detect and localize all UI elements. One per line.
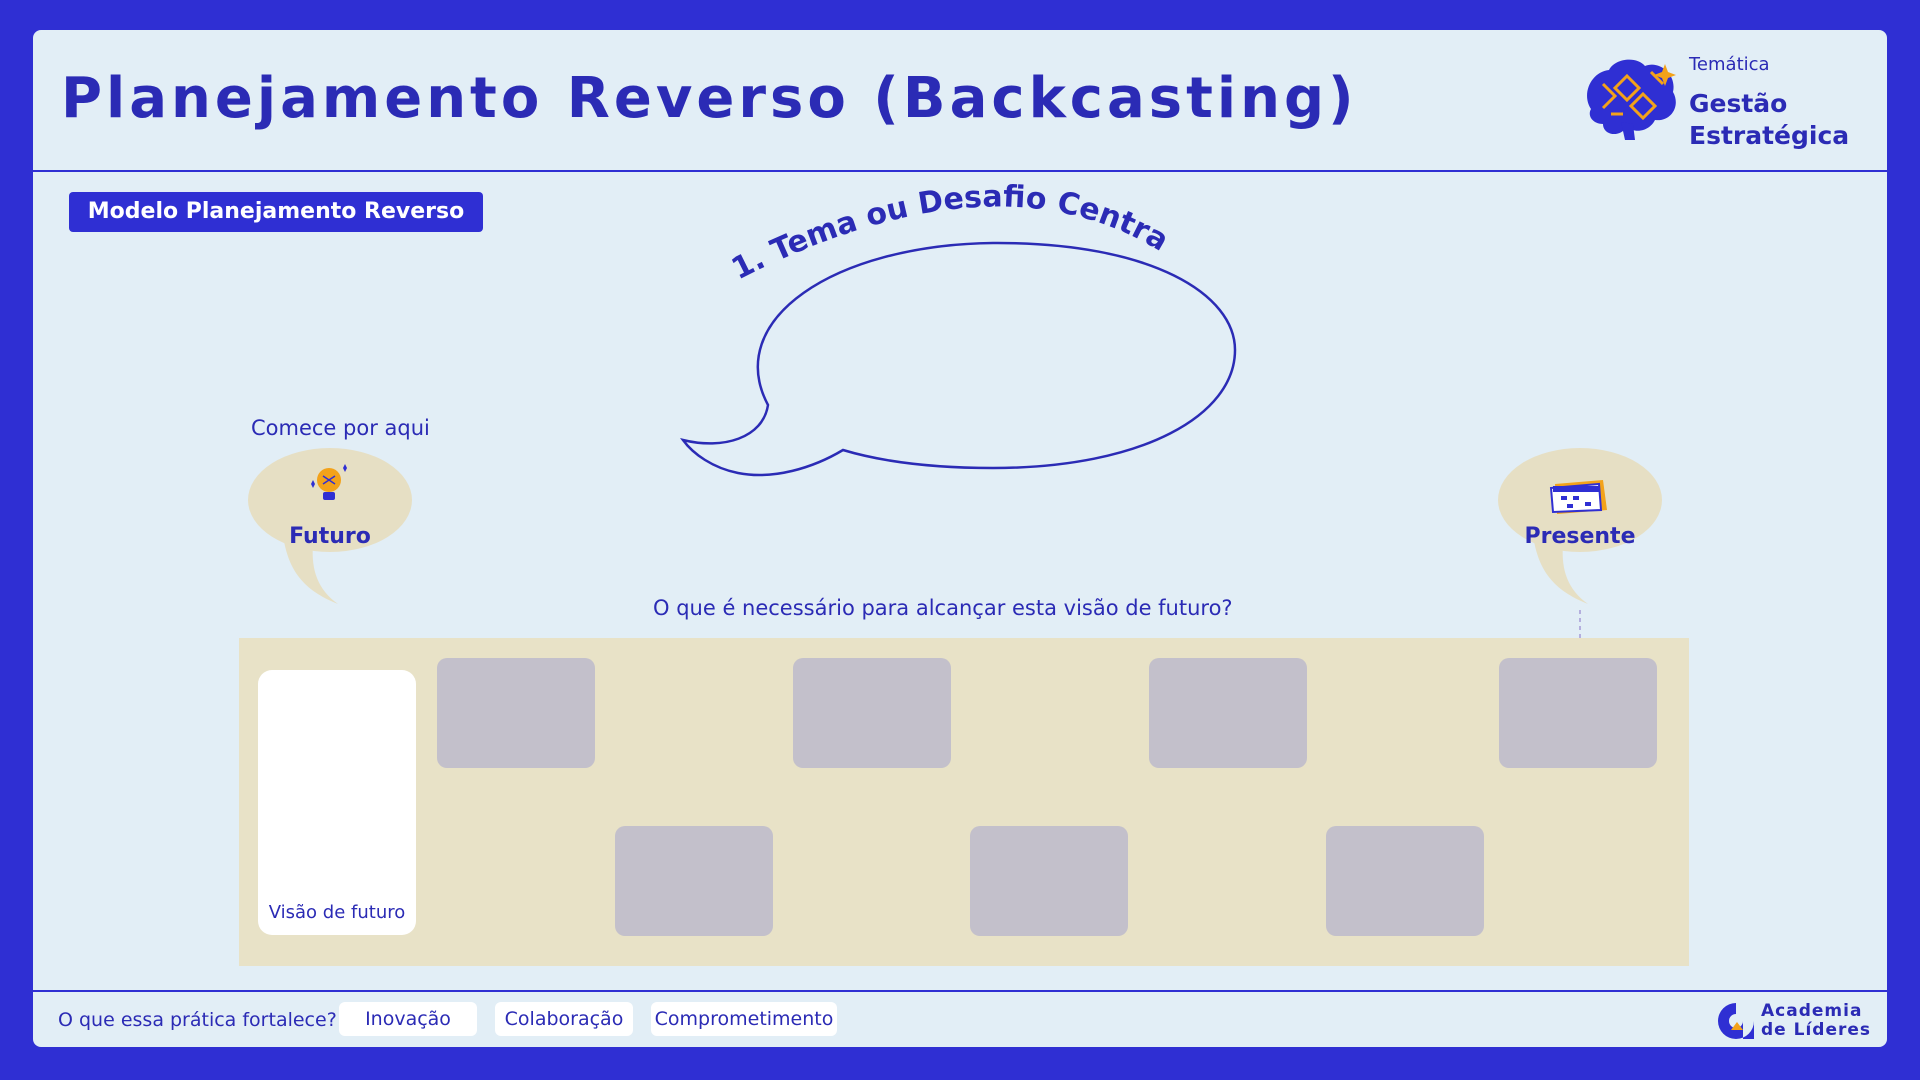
vision-label: Visão de futuro	[268, 902, 406, 923]
vision-card[interactable]: Visão de futuro	[258, 670, 416, 935]
brain-icon	[1587, 59, 1676, 140]
page-title: Planejamento Reverso (Backcasting)	[61, 66, 1358, 131]
step-box-1[interactable]	[437, 658, 595, 768]
calendar-icon	[1549, 480, 1607, 514]
canvas-frame: Planejamento Reverso (Backcasting) Temát…	[33, 30, 1887, 1047]
section-badge: Modelo Planejamento Reverso	[69, 192, 483, 232]
brand-name: Gestão Estratégica	[1689, 89, 1850, 150]
step-box-4[interactable]	[970, 826, 1128, 936]
guiding-question: O que é necessário para alcançar esta vi…	[653, 596, 1233, 620]
central-theme-title: 1. Tema ou Desafio Central	[33, 30, 1174, 287]
chip-colaboracao[interactable]: Colaboração	[495, 1002, 633, 1036]
backcasting-board: Visão de futuro	[239, 638, 1689, 966]
brand: Temática Gestão Estratégica	[1581, 44, 1871, 154]
present-label: Presente	[1524, 524, 1636, 549]
chip-comprometimento[interactable]: Comprometimento	[651, 1002, 837, 1036]
header: Planejamento Reverso (Backcasting) Temát…	[33, 30, 1887, 172]
step-box-3[interactable]	[793, 658, 951, 768]
step-box-7[interactable]	[1499, 658, 1657, 768]
future-label: Futuro	[289, 524, 371, 549]
footer: O que essa prática fortalece? Inovação C…	[33, 990, 1887, 1047]
step-box-2[interactable]	[615, 826, 773, 936]
brand-label: Temática	[1689, 54, 1770, 75]
logo-icon	[1718, 1003, 1754, 1039]
step-box-6[interactable]	[1326, 826, 1484, 936]
start-here-label: Comece por aqui	[251, 416, 430, 440]
central-theme-bubble[interactable]	[680, 241, 1237, 477]
footer-question: O que essa prática fortalece?	[58, 1009, 337, 1031]
lightbulb-icon	[311, 464, 347, 500]
logo-text: Academia de Líderes	[1761, 1001, 1872, 1040]
diagram-overlay: 1. Tema ou Desafio Central	[33, 30, 1662, 831]
chip-inovacao[interactable]: Inovação	[339, 1002, 477, 1036]
academia-logo: Academia de Líderes	[1713, 996, 1883, 1044]
step-box-5[interactable]	[1149, 658, 1307, 768]
